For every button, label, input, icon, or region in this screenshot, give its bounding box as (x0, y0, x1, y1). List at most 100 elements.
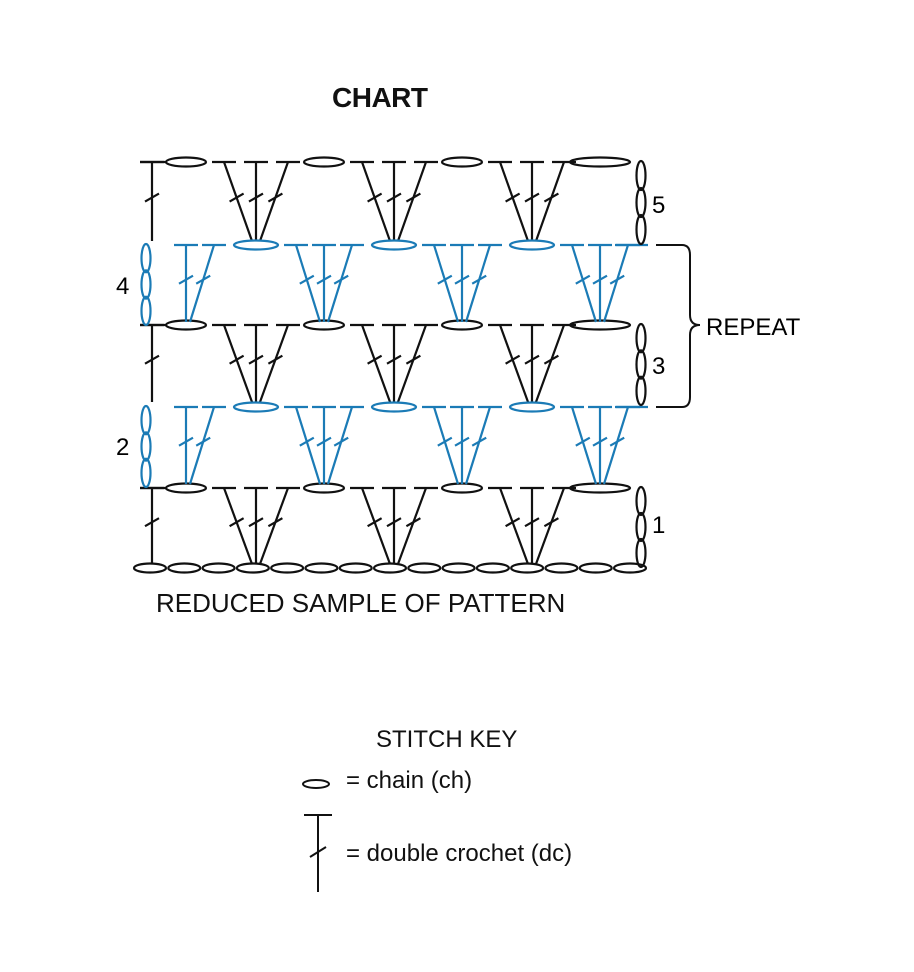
double-crochet-stitch (450, 243, 474, 322)
chart-title: CHART (332, 82, 428, 113)
stitch-key-title: STITCH KEY (376, 726, 518, 753)
double-crochet-stitch (396, 486, 438, 565)
chain-stitch (302, 156, 346, 168)
row-label-5: 5 (652, 192, 665, 219)
double-crochet-stitch (602, 243, 640, 323)
foundation-chain-stitch (132, 562, 168, 574)
double-crochet-stitch (520, 160, 544, 241)
double-crochet-stitch (602, 405, 640, 485)
turning-chain (635, 485, 647, 569)
double-crochet-symbol-icon (304, 814, 332, 892)
foundation-chain-stitch (544, 562, 579, 574)
double-crochet-stitch (244, 160, 268, 241)
double-crochet-stitch (284, 405, 322, 485)
double-crochet-stitch (382, 160, 406, 241)
row-label-4: 4 (116, 273, 129, 300)
chain-stitch (508, 401, 556, 413)
chart-rows (140, 156, 648, 565)
foundation-chain-stitch (510, 562, 545, 574)
double-crochet-stitch (174, 243, 198, 322)
double-crochet-stitch (534, 323, 576, 403)
double-crochet-stitch (488, 486, 530, 565)
double-crochet-stitch (520, 323, 544, 402)
double-crochet-stitch (350, 486, 392, 565)
repeat-label: REPEAT (706, 314, 801, 341)
double-crochet-stitch (140, 323, 164, 402)
double-crochet-stitch (488, 160, 530, 242)
double-crochet-stitch (396, 323, 438, 403)
chain-symbol-icon (302, 779, 330, 789)
foundation-chain-stitch (441, 562, 476, 574)
double-crochet-stitch (312, 243, 336, 322)
chain-stitch (440, 482, 484, 494)
chain-stitch (568, 482, 632, 494)
double-crochet-stitch (588, 405, 612, 484)
double-crochet-stitch (560, 243, 598, 323)
double-crochet-stitch (140, 160, 164, 241)
chain-stitch (232, 239, 280, 251)
double-crochet-stitch (560, 405, 598, 485)
row-5 (140, 156, 632, 242)
double-crochet-stitch (396, 160, 438, 242)
foundation-chain-stitch (304, 562, 339, 574)
foundation-chain-stitch (475, 562, 510, 574)
double-crochet-stitch (284, 243, 322, 323)
double-crochet-stitch (244, 323, 268, 402)
row-label-3: 3 (652, 353, 665, 380)
double-crochet-stitch (140, 486, 164, 564)
repeat-bracket (656, 244, 701, 408)
chain-stitch (302, 482, 346, 494)
double-crochet-stitch (244, 486, 268, 564)
double-crochet-stitch (534, 160, 576, 242)
row-1 (140, 482, 632, 565)
turning-chain (140, 404, 152, 489)
double-crochet-stitch (258, 486, 300, 565)
foundation-chain-stitch (235, 562, 270, 574)
stitch-key-chain-label: = chain (ch) (346, 767, 473, 794)
double-crochet-stitch (422, 405, 460, 485)
turning-chains (140, 159, 647, 569)
turning-chain (635, 159, 647, 246)
double-crochet-stitch (588, 243, 612, 322)
double-crochet-stitch (464, 405, 502, 485)
turning-chain (635, 322, 647, 407)
foundation-chain-stitch (338, 562, 373, 574)
double-crochet-stitch (212, 486, 254, 565)
double-crochet-stitch (382, 323, 406, 402)
double-crochet-stitch (350, 160, 392, 242)
double-crochet-stitch (520, 486, 544, 564)
chain-stitch (232, 401, 280, 413)
chain-stitch (440, 156, 484, 168)
double-crochet-stitch (534, 486, 576, 565)
foundation-chain-stitch (612, 562, 648, 574)
chain-stitch (568, 156, 632, 168)
foundation-chain-stitch (201, 562, 236, 574)
double-crochet-stitch (350, 323, 392, 403)
double-crochet-stitch (488, 323, 530, 403)
row-label-2: 2 (116, 434, 129, 461)
double-crochet-stitch (464, 243, 502, 323)
double-crochet-stitch (212, 160, 254, 242)
foundation-chain-stitch (407, 562, 442, 574)
double-crochet-stitch (382, 486, 406, 564)
double-crochet-stitch (258, 160, 300, 242)
double-crochet-stitch (422, 243, 460, 323)
row-2 (174, 401, 648, 485)
foundation-chain-stitch (578, 562, 613, 574)
chain-stitch (370, 401, 418, 413)
turning-chain (140, 242, 152, 327)
chain-stitch (508, 239, 556, 251)
chart-caption: REDUCED SAMPLE OF PATTERN (156, 588, 566, 618)
foundation-chain-stitch (167, 562, 202, 574)
foundation-chain (132, 562, 648, 574)
double-crochet-stitch (258, 323, 300, 403)
chain-stitch (370, 239, 418, 251)
row-3 (140, 319, 632, 403)
double-crochet-stitch (188, 243, 226, 323)
row-4 (174, 239, 648, 323)
double-crochet-stitch (450, 405, 474, 484)
double-crochet-stitch (312, 405, 336, 484)
double-crochet-stitch (188, 405, 226, 485)
foundation-chain-stitch (270, 562, 305, 574)
